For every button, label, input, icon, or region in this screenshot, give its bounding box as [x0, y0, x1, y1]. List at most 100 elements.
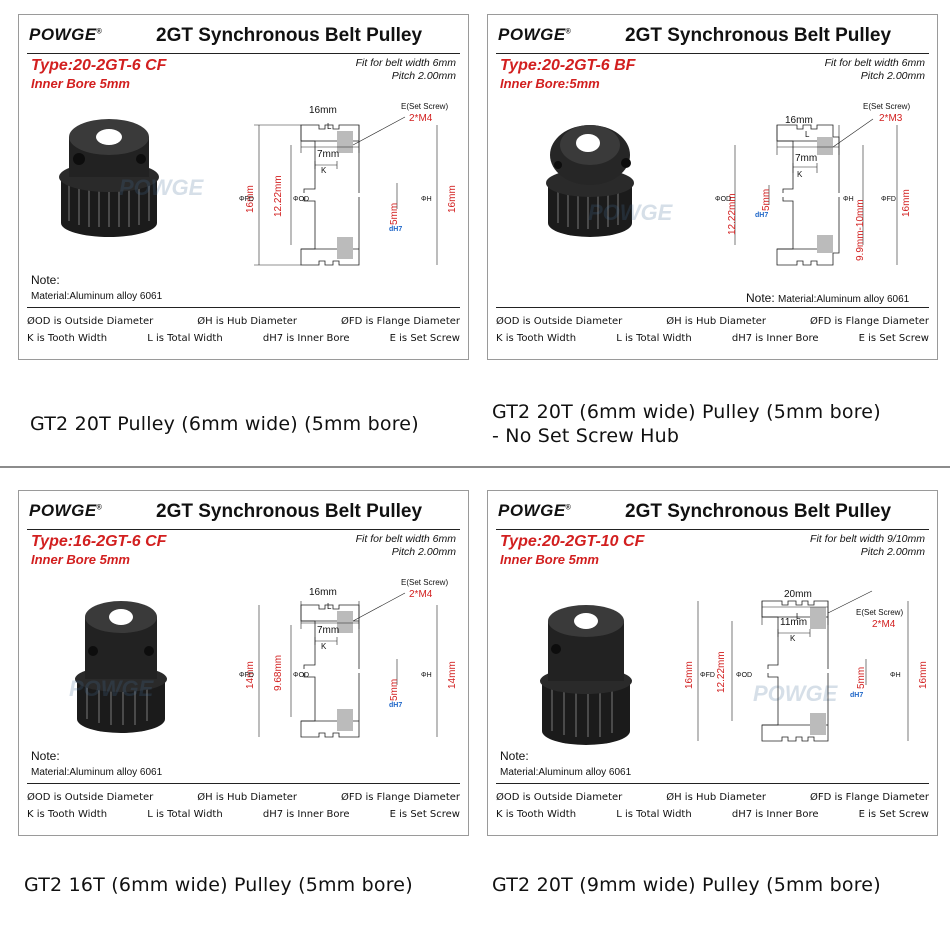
svg-text:ΦOD: ΦOD — [736, 672, 752, 679]
product-card-2: POWGE® 2GT Synchronous Belt Pulley Type:… — [487, 14, 938, 360]
svg-text:ΦH: ΦH — [421, 672, 432, 679]
material-label: Material:Aluminum alloy 6061 — [31, 767, 163, 778]
svg-text:E(Set Screw): E(Set Screw) — [401, 102, 448, 111]
svg-text:E(Set Screw): E(Set Screw) — [401, 578, 448, 587]
svg-text:16mm: 16mm — [309, 587, 337, 598]
svg-text:ΦOD: ΦOD — [715, 196, 731, 203]
svg-text:dH7: dH7 — [389, 702, 402, 709]
svg-text:9.68mm: 9.68mm — [273, 655, 284, 691]
product-card-3: POWGE® 2GT Synchronous Belt Pulley Type:… — [18, 490, 469, 836]
caption: GT2 20T (9mm wide) Pulley (5mm bore) — [492, 874, 881, 896]
svg-text:2*M4: 2*M4 — [409, 113, 433, 124]
brand-logo: POWGE® — [498, 501, 572, 520]
note-label: Note: Material:Aluminum alloy 6061 — [746, 291, 910, 305]
svg-text:K: K — [790, 634, 796, 643]
technical-drawing: 20mm L 11mm K E(Set Screw) 2*M4 16mm 12.… — [684, 589, 929, 742]
divider — [496, 529, 929, 530]
svg-text:dH7: dH7 — [850, 692, 863, 699]
caption: GT2 20T (6mm wide) Pulley (5mm bore)- No… — [492, 401, 881, 447]
type-label: Type:20-2GT-6 CF — [31, 57, 167, 74]
svg-text:5mm: 5mm — [389, 203, 400, 225]
pulley-photo — [540, 605, 632, 745]
svg-text:L: L — [327, 602, 332, 611]
svg-text:ΦH: ΦH — [421, 196, 432, 203]
svg-text:16mm: 16mm — [309, 105, 337, 116]
svg-text:dH7: dH7 — [389, 226, 402, 233]
inner-bore-label: Inner Bore:5mm — [500, 76, 600, 91]
divider — [496, 53, 929, 54]
svg-text:16mm: 16mm — [918, 661, 929, 689]
brand-logo: POWGE® — [29, 501, 103, 520]
technical-drawing: 16mm L 7mm K E(Set Screw) 2*M3 12.22mm 5… — [715, 102, 912, 266]
divider — [496, 783, 929, 784]
svg-text:ΦFD: ΦFD — [700, 672, 715, 679]
caption: GT2 16T (6mm wide) Pulley (5mm bore) — [24, 874, 413, 896]
svg-text:14mm: 14mm — [245, 661, 256, 689]
inner-bore-label: Inner Bore 5mm — [31, 552, 130, 567]
material-label: Material:Aluminum alloy 6061 — [500, 767, 632, 778]
svg-text:12.22mm: 12.22mm — [273, 175, 284, 217]
note-label: Note: — [31, 749, 60, 763]
divider — [27, 783, 460, 784]
svg-text:E(Set Screw): E(Set Screw) — [856, 608, 903, 617]
technical-drawing: 16mm L 7mm K E(Set Screw) 2*M4 14mm 9.68… — [239, 578, 458, 738]
svg-text:dH7: dH7 — [755, 212, 768, 219]
svg-text:9.9mm-10mm: 9.9mm-10mm — [855, 199, 866, 261]
svg-text:5mm: 5mm — [856, 667, 867, 689]
svg-text:K: K — [797, 170, 803, 179]
svg-text:7mm: 7mm — [795, 153, 817, 164]
svg-text:ΦOD: ΦOD — [293, 672, 309, 679]
material-label: Material:Aluminum alloy 6061 — [31, 291, 163, 302]
product-card-4: POWGE® 2GT Synchronous Belt Pulley Type:… — [487, 490, 938, 836]
svg-text:ΦOD: ΦOD — [293, 196, 309, 203]
type-label: Type:20-2GT-10 CF — [500, 533, 645, 550]
svg-text:ΦH: ΦH — [890, 672, 901, 679]
note-label: Note: — [31, 273, 60, 287]
product-card-1: POWGE® 2GT Synchronous Belt Pulley Type:… — [18, 14, 469, 360]
svg-text:2*M3: 2*M3 — [879, 113, 903, 124]
type-label: Type:16-2GT-6 CF — [31, 533, 167, 550]
pulley-photo — [59, 119, 159, 237]
divider — [27, 53, 460, 54]
svg-text:11mm: 11mm — [780, 617, 807, 628]
svg-text:16mm: 16mm — [447, 185, 458, 213]
product-title: 2GT Synchronous Belt Pulley — [625, 25, 892, 46]
divider — [27, 307, 460, 308]
divider — [496, 307, 929, 308]
svg-text:K: K — [321, 166, 327, 175]
product-title: 2GT Synchronous Belt Pulley — [625, 501, 892, 522]
section-divider — [0, 466, 950, 468]
svg-text:2*M4: 2*M4 — [872, 619, 896, 630]
svg-text:16mm: 16mm — [245, 185, 256, 213]
inner-bore-label: Inner Bore 5mm — [500, 552, 599, 567]
pulley-photo — [75, 601, 167, 733]
brand-watermark: POWGE — [69, 676, 154, 701]
svg-text:7mm: 7mm — [317, 149, 339, 160]
svg-text:16mm: 16mm — [785, 115, 813, 126]
svg-text:2*M4: 2*M4 — [409, 589, 433, 600]
caption: GT2 20T Pulley (6mm wide) (5mm bore) — [30, 413, 419, 435]
svg-text:L: L — [327, 122, 332, 131]
brand-watermark: POWGE — [119, 175, 204, 200]
svg-text:16mm: 16mm — [684, 661, 695, 689]
svg-text:L: L — [805, 130, 810, 139]
inner-bore-label: Inner Bore 5mm — [31, 76, 130, 91]
svg-text:12.22mm: 12.22mm — [716, 651, 727, 693]
brand-watermark: POWGE — [588, 200, 673, 225]
brand-logo: POWGE® — [29, 25, 103, 44]
brand-logo: POWGE® — [498, 25, 572, 44]
svg-text:5mm: 5mm — [761, 189, 772, 211]
svg-text:E(Set Screw): E(Set Screw) — [863, 102, 910, 111]
type-label: Type:20-2GT-6 BF — [500, 57, 636, 74]
divider — [27, 529, 460, 530]
svg-text:ΦH: ΦH — [843, 196, 854, 203]
pulley-photo — [546, 125, 634, 237]
svg-text:14mm: 14mm — [447, 661, 458, 689]
